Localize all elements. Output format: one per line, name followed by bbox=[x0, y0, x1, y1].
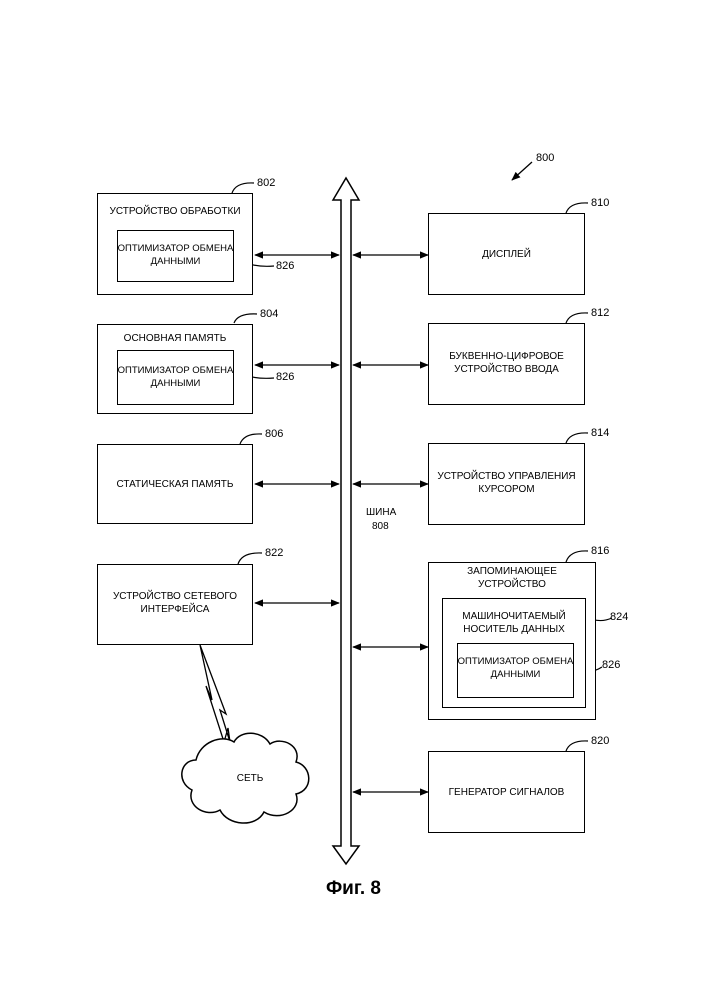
figure-ref: 800 bbox=[536, 152, 554, 164]
leader-804 bbox=[234, 314, 257, 323]
ref-814: 814 bbox=[591, 427, 609, 439]
ref-812: 812 bbox=[591, 307, 609, 319]
ref-802: 802 bbox=[257, 177, 275, 189]
ref-824: 824 bbox=[610, 611, 628, 623]
ref-816: 816 bbox=[591, 545, 609, 557]
figure-caption: Фиг. 8 bbox=[0, 878, 707, 900]
network-label: СЕТЬ bbox=[220, 772, 280, 785]
static-memory-title: СТАТИЧЕСКАЯ ПАМЯТЬ bbox=[97, 478, 253, 491]
leader-812 bbox=[566, 313, 588, 323]
cursor-control-title: УСТРОЙСТВО УПРАВЛЕНИЯ КУРСОРОМ bbox=[428, 470, 585, 496]
ref-820: 820 bbox=[591, 735, 609, 747]
ref-826-storage: 826 bbox=[602, 659, 620, 671]
leader-802 bbox=[232, 183, 254, 193]
lightning-bolt bbox=[200, 645, 230, 742]
network-interface-title: УСТРОЙСТВО СЕТЕВОГО ИНТЕРФЕЙСА bbox=[97, 590, 253, 616]
storage-optimizer-label: ОПТИМИЗАТОР ОБМЕНА ДАННЫМИ bbox=[457, 655, 574, 681]
ref-822: 822 bbox=[265, 547, 283, 559]
ref-826-processing: 826 bbox=[276, 260, 294, 272]
bus-label: ШИНА bbox=[366, 506, 396, 519]
signal-generator-title: ГЕНЕРАТОР СИГНАЛОВ bbox=[428, 786, 585, 799]
leader-814 bbox=[566, 433, 588, 443]
leader-822 bbox=[238, 553, 262, 564]
ref-826-main-memory: 826 bbox=[276, 371, 294, 383]
display-title: ДИСПЛЕЙ bbox=[428, 248, 585, 261]
figure-ref-arrow bbox=[512, 162, 532, 180]
storage-title: ЗАПОМИНАЮЩЕЕ УСТРОЙСТВО bbox=[428, 565, 596, 591]
leader-810 bbox=[566, 203, 588, 213]
processing-optimizer-label: ОПТИМИЗАТОР ОБМЕНА ДАННЫМИ bbox=[117, 242, 234, 268]
bus-ref: 808 bbox=[372, 520, 389, 533]
storage-medium-title: МАШИНОЧИТАЕМЫЙ НОСИТЕЛЬ ДАННЫХ bbox=[442, 610, 586, 636]
leader-816 bbox=[566, 551, 588, 562]
processing-device-title: УСТРОЙСТВО ОБРАБОТКИ bbox=[97, 205, 253, 218]
ref-806: 806 bbox=[265, 428, 283, 440]
leader-820 bbox=[566, 741, 588, 751]
leader-806 bbox=[240, 434, 262, 444]
ref-804: 804 bbox=[260, 308, 278, 320]
main-memory-optimizer-label: ОПТИМИЗАТОР ОБМЕНА ДАННЫМИ bbox=[117, 364, 234, 390]
main-memory-title: ОСНОВНАЯ ПАМЯТЬ bbox=[97, 332, 253, 345]
bus-arrow bbox=[333, 178, 359, 864]
ref-810: 810 bbox=[591, 197, 609, 209]
alnum-input-title: БУКВЕННО-ЦИФРОВОЕ УСТРОЙСТВО ВВОДА bbox=[428, 350, 585, 376]
